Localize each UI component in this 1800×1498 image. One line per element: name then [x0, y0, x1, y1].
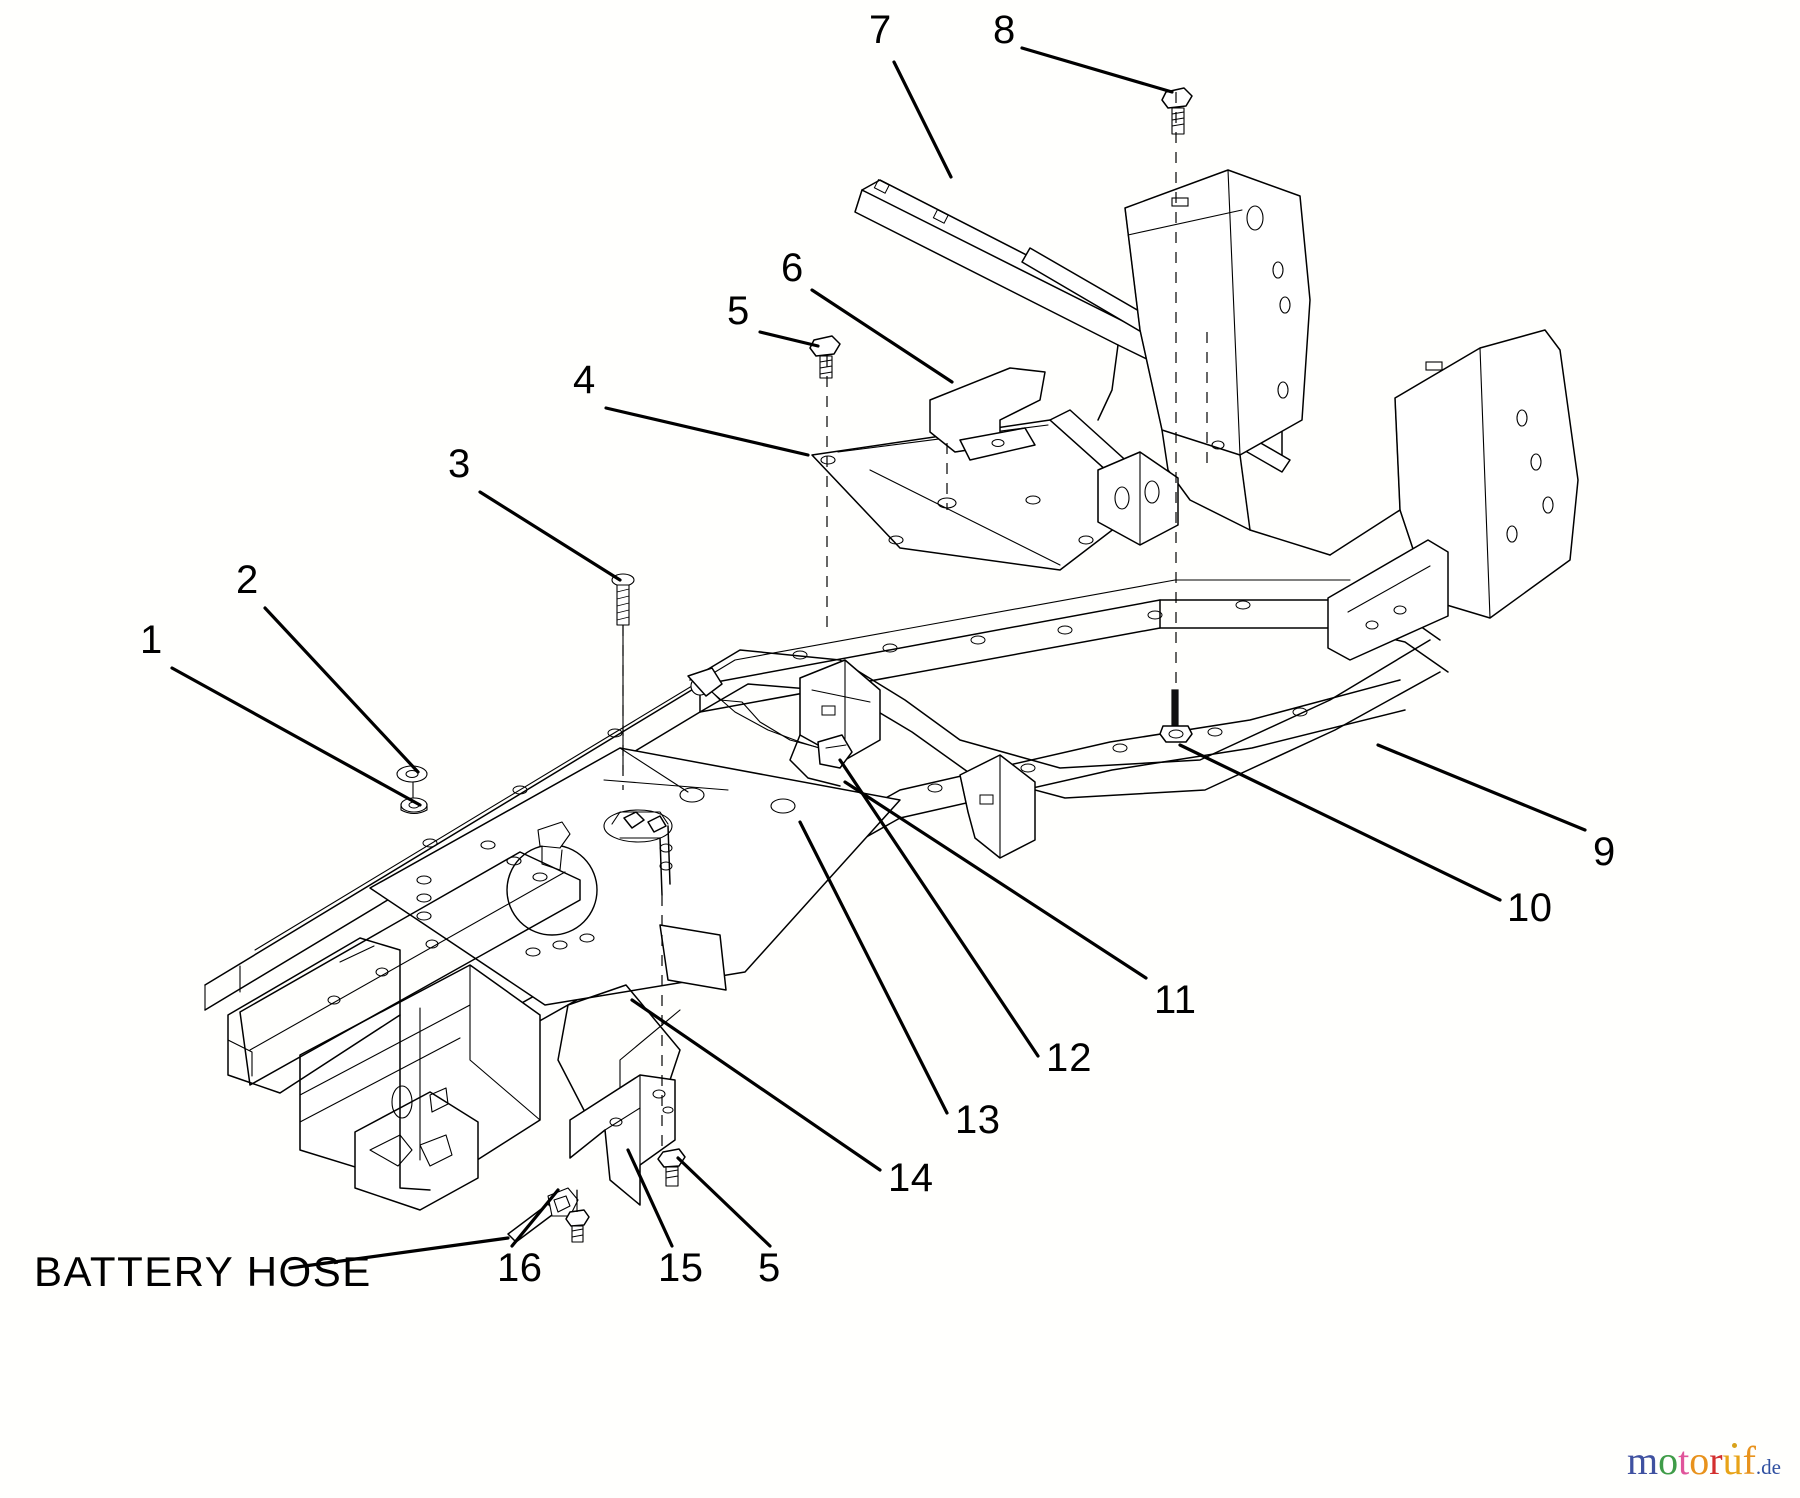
- frame-left-rail-extension: [239, 851, 581, 1086]
- assembly-centerlines: [576, 92, 1208, 1212]
- crossmember-bracket-center: [789, 659, 881, 787]
- battery-clamp: [603, 809, 673, 896]
- leader-lines: [170, 46, 1587, 1270]
- callout-13: 13: [955, 1098, 1001, 1142]
- support-part-6: [929, 367, 1046, 461]
- fastener-bolt-part-8: [1161, 87, 1193, 135]
- watermark-letter-o1: o: [1658, 1438, 1679, 1483]
- callout-16: 16: [497, 1246, 543, 1290]
- callout-14: 14: [888, 1156, 934, 1200]
- rear-lower-plate: [557, 924, 727, 1121]
- watermark-letter-t: t: [1678, 1438, 1690, 1483]
- callout-5: 5: [727, 289, 750, 333]
- callout-9: 9: [1593, 830, 1616, 874]
- lower-bracket-part-15: [569, 1074, 676, 1206]
- watermark-letter-r: r: [1709, 1438, 1723, 1483]
- watermark-letter-u: u: [1722, 1438, 1743, 1483]
- frame-deck-plate: [369, 747, 901, 1006]
- fastener-bolt-part-5-lower: [657, 1148, 686, 1187]
- rear-panel-right: [1124, 169, 1331, 556]
- crossmember-bracket-rear: [1097, 451, 1179, 546]
- deck-boss: [537, 821, 571, 871]
- callout-12: 12: [1046, 1036, 1093, 1080]
- callout-1: 1: [140, 618, 163, 662]
- fastener-nut-part-1: [400, 797, 428, 815]
- callout-5-lower: 5: [758, 1246, 781, 1290]
- hinge-linkage: [687, 667, 853, 769]
- watermark-suffix: .de: [1755, 1455, 1781, 1479]
- callout-10: 10: [1507, 886, 1553, 930]
- callout-2: 2: [236, 558, 259, 602]
- rear-fender-panel: [1327, 329, 1579, 661]
- watermark-dot: [1731, 1443, 1737, 1448]
- watermark-letter-m: m: [1627, 1438, 1659, 1483]
- fastener-bolt-part-16: [565, 1189, 590, 1243]
- fastener-washer-part-2: [396, 765, 428, 783]
- callout-8: 8: [993, 8, 1016, 52]
- watermark-letter-f: f: [1742, 1438, 1756, 1483]
- callout-4: 4: [573, 358, 596, 402]
- battery-hose-label: BATTERY HOSE: [34, 1248, 372, 1295]
- fastener-bolt-part-5-upper: [809, 335, 841, 379]
- motoruf-watermark: motoruf.de: [1627, 1441, 1781, 1481]
- callout-3: 3: [448, 442, 471, 486]
- callout-6: 6: [781, 246, 804, 290]
- watermark-letter-o2: o: [1689, 1438, 1710, 1483]
- callout-15: 15: [658, 1246, 704, 1290]
- battery-box: [227, 937, 541, 1211]
- callout-7: 7: [869, 8, 892, 52]
- crossmember-bracket-right: [959, 754, 1036, 859]
- fastener-flange-nut-part-9: [1159, 689, 1193, 743]
- callout-11: 11: [1154, 978, 1197, 1022]
